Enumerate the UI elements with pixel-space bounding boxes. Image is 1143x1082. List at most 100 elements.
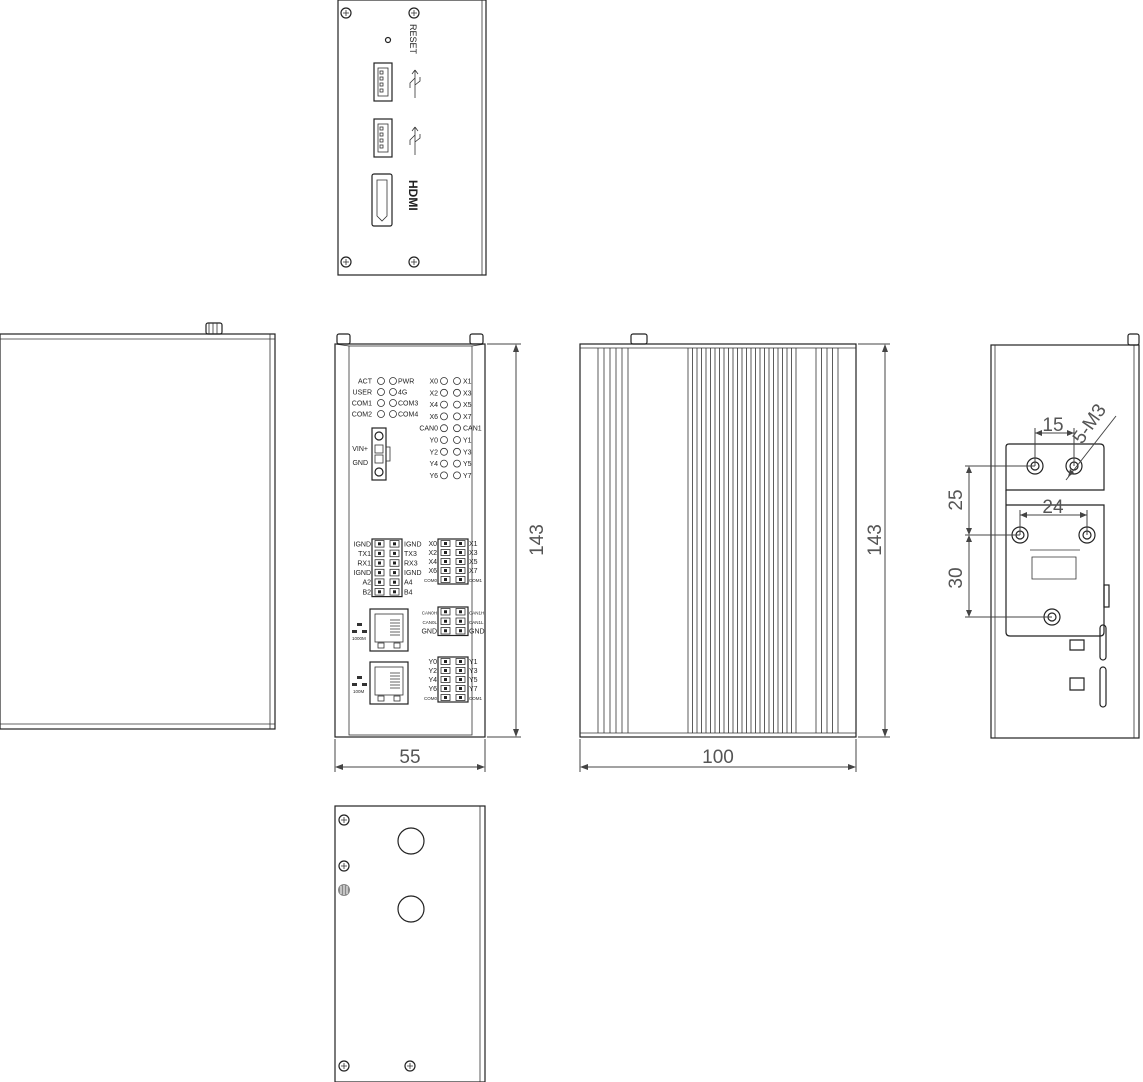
- led-indicator: [389, 377, 397, 385]
- led-label: USER: [353, 390, 372, 397]
- led-indicator: [440, 459, 448, 468]
- terminal-pin: [455, 627, 466, 635]
- led-label: X1: [463, 379, 472, 386]
- left-side-outline: [0, 333, 276, 730]
- led-label: Y6: [429, 473, 438, 480]
- mount-view: 15 5-M3 25 24 30: [946, 333, 1140, 739]
- terminal-label: Y6: [428, 686, 437, 693]
- left-side-view: [0, 322, 276, 730]
- terminal-pin: [374, 588, 385, 596]
- led-indicator: [453, 459, 461, 468]
- terminal-label: GND: [469, 628, 485, 635]
- usb-port: [373, 62, 393, 102]
- terminal-pin: [455, 676, 466, 683]
- dimension-mount-24: [1019, 510, 1088, 535]
- network-icon: [352, 676, 367, 686]
- led-label: X7: [463, 414, 472, 421]
- terminal-pin: [440, 694, 451, 701]
- led-label: PWR: [398, 379, 414, 386]
- antenna-knob: [630, 333, 648, 345]
- terminal-label: CAN1L: [469, 620, 484, 625]
- terminal-pin: [455, 608, 466, 616]
- terminal-pin: [374, 549, 385, 558]
- led-label: COM4: [398, 412, 418, 419]
- terminal-label: Y3: [469, 668, 478, 675]
- reset-label: RESET: [408, 24, 418, 55]
- terminal-label: Y2: [428, 668, 437, 675]
- dim-front-height-label: 143: [527, 524, 548, 556]
- led-indicator: [440, 377, 448, 385]
- led-indicator: [440, 400, 448, 409]
- terminal-pin: [389, 549, 400, 558]
- terminal-label: COM0: [424, 578, 437, 583]
- screw-icon: [340, 256, 352, 268]
- terminal-label: X6: [428, 568, 437, 575]
- led-indicator: [453, 424, 461, 433]
- led-label: Y1: [463, 438, 472, 445]
- terminal-label: X4: [428, 559, 437, 566]
- terminal-pin: [455, 549, 466, 556]
- din-clip-top: [1005, 443, 1105, 491]
- network-icon: [352, 623, 367, 633]
- terminal-pin: [374, 559, 385, 567]
- terminal-pin: [440, 576, 451, 583]
- antenna-port: [397, 827, 425, 855]
- led-indicator: [377, 388, 385, 396]
- terminal-pin: [389, 559, 400, 567]
- led-label: COM3: [398, 401, 418, 408]
- led-label: CAN1: [463, 426, 482, 433]
- terminal-pin: [455, 658, 466, 665]
- terminal-label: Y1: [469, 659, 478, 666]
- terminal-pin: [455, 667, 466, 674]
- dimension-front-height: [487, 343, 521, 738]
- terminal-pin: [440, 627, 451, 635]
- terminal-label: CAN0H: [422, 610, 437, 615]
- usb-icon: [409, 69, 421, 98]
- led-label: ACT: [358, 379, 373, 386]
- led-label: X0: [429, 379, 438, 386]
- led-label: X2: [429, 390, 438, 397]
- screw-icon: [338, 860, 350, 872]
- terminal-label: Y5: [469, 677, 478, 684]
- terminal-pin: [440, 617, 451, 625]
- dim-mount-24-label: 24: [1042, 497, 1064, 518]
- bottom-view: [334, 805, 486, 1082]
- sd-icon: [1069, 677, 1085, 691]
- led-indicator: [453, 447, 461, 456]
- screw-icon: [340, 7, 352, 19]
- led-indicator: [453, 388, 461, 397]
- terminal-pin: [374, 540, 385, 548]
- terminal-label: IGND: [354, 541, 372, 548]
- terminal-block: [437, 656, 469, 703]
- led-label: X3: [463, 390, 472, 397]
- terminal-label: COM1: [469, 578, 482, 583]
- screw-icon: [338, 1060, 350, 1072]
- led-indicator: [389, 410, 397, 418]
- slot: [1099, 666, 1107, 708]
- led-indicator: [389, 399, 397, 407]
- antenna-knob: [336, 333, 484, 345]
- terminal-label: X2: [428, 550, 437, 557]
- led-indicator: [440, 471, 448, 480]
- led-label: Y5: [463, 461, 472, 468]
- terminal-block: [437, 538, 469, 585]
- mount-outline: [990, 344, 1140, 739]
- led-indicator: [453, 400, 461, 409]
- led-indicator: [389, 388, 397, 396]
- terminal-pin: [455, 576, 466, 583]
- dim-mount-15-label: 15: [1042, 415, 1063, 436]
- top-view: RESET HDMI: [337, 0, 487, 276]
- ethernet-port-2: [369, 661, 409, 705]
- led-label: Y7: [463, 473, 472, 480]
- terminal-label: Y7: [469, 686, 478, 693]
- terminal-pin: [440, 558, 451, 565]
- antenna-knob: [205, 322, 223, 335]
- led-indicator: [453, 436, 461, 444]
- led-label: 4G: [398, 390, 407, 397]
- antenna-knob: [1127, 333, 1140, 346]
- terminal-block: [437, 606, 469, 637]
- dimension-front-width: [334, 739, 486, 772]
